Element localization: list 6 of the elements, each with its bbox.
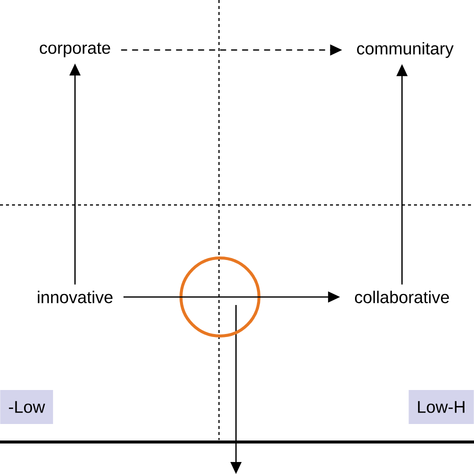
quadrant-label: innovative — [38, 290, 112, 304]
corner-label: Low-H — [408, 390, 474, 424]
quadrant-label: corporate — [40, 42, 110, 58]
corner-label: -Low — [0, 390, 54, 424]
quadrant-label: communitary — [357, 42, 454, 58]
quadrant-label: collaborative — [355, 290, 449, 304]
